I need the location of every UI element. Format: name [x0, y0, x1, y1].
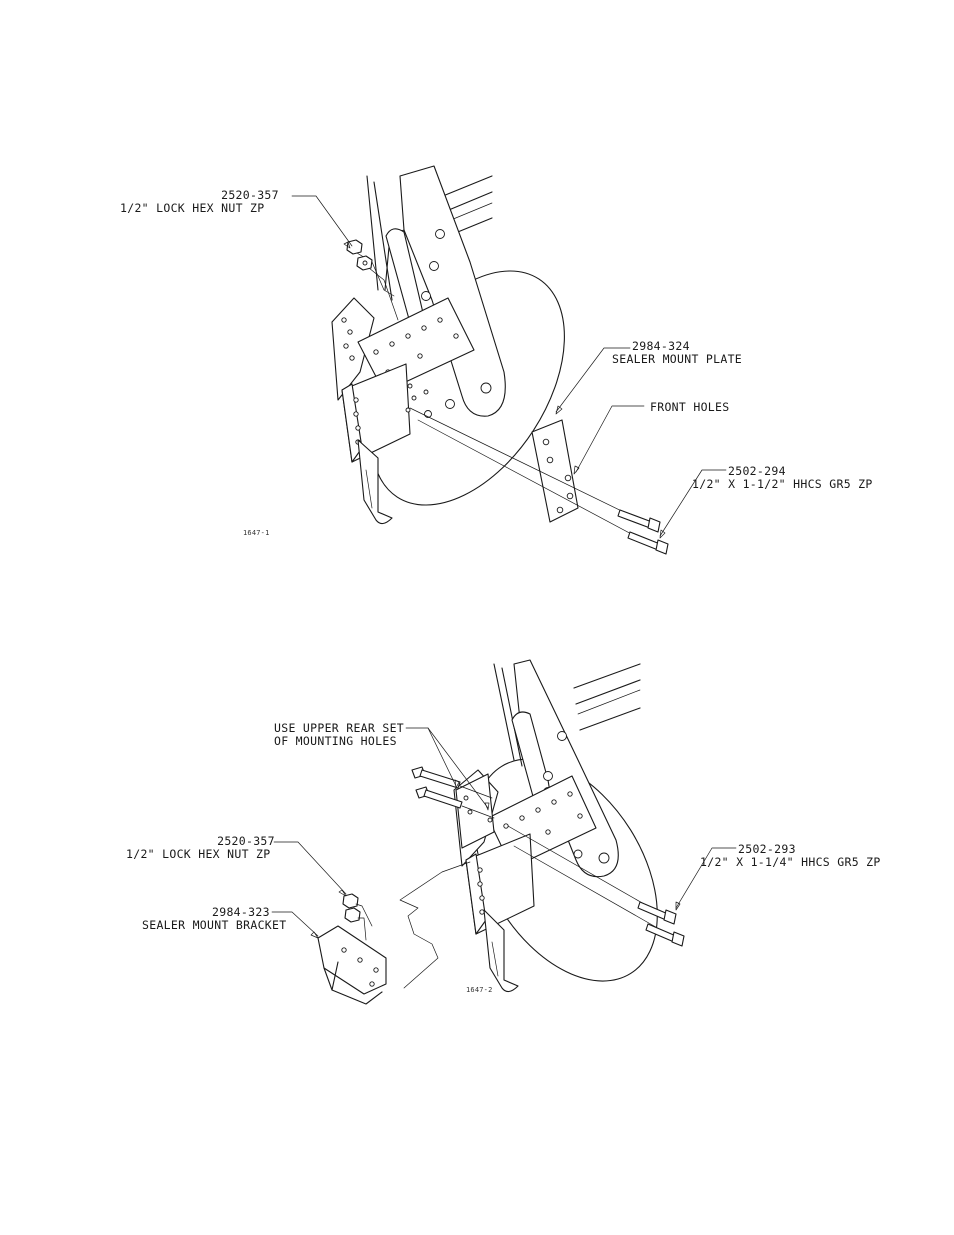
fig2-assembly-guide-path [400, 862, 470, 988]
figure2-drawing [272, 660, 736, 1014]
figure1-drawing [292, 166, 726, 554]
fig2-sealer-mount-bracket [318, 926, 386, 1004]
fig2-frame-rails [574, 664, 640, 730]
